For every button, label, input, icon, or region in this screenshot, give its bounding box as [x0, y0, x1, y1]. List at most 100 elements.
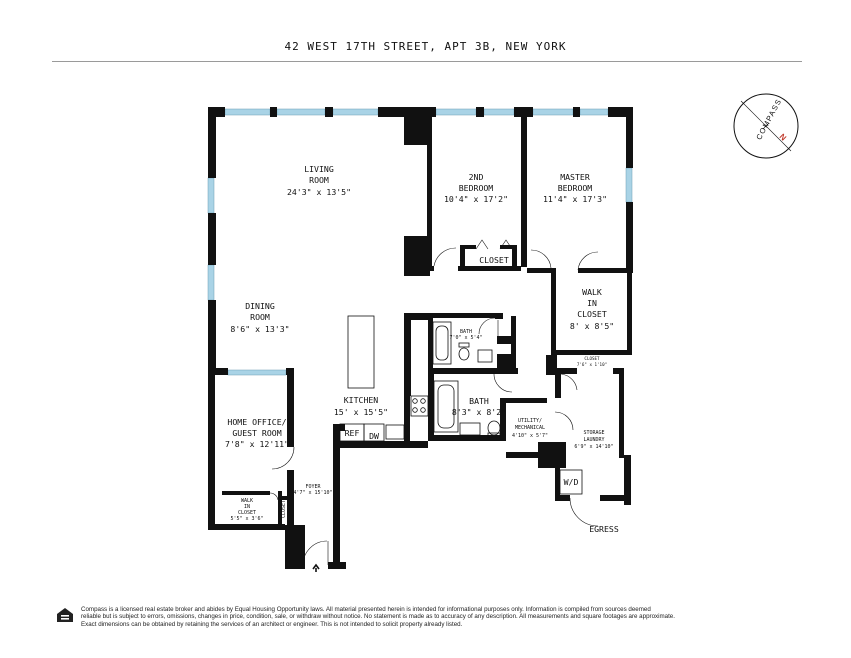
- foyer-name: FOYER: [305, 484, 321, 490]
- master-bedroom-dims: 11'4" x 17'3": [543, 194, 607, 204]
- window: [332, 108, 379, 116]
- small-closet-name: CLOSET: [584, 356, 600, 361]
- window: [483, 108, 515, 116]
- wall: [627, 268, 632, 354]
- compass-north-letter: N: [778, 132, 789, 143]
- door-swing: [475, 239, 489, 250]
- walk-in-closet-name: WALK: [582, 287, 602, 297]
- sink-small: [477, 349, 493, 363]
- vertical-closet-label: CLOSET: [281, 500, 287, 518]
- wall: [546, 355, 557, 375]
- wall: [286, 368, 294, 375]
- small-walk-in-name-3: CLOSET: [238, 510, 256, 516]
- wall: [427, 117, 432, 267]
- walk-in-closet-dims: 8' x 8'5": [570, 321, 614, 331]
- wall: [506, 452, 550, 458]
- kitchen-dims: 15' x 15'5": [334, 407, 388, 417]
- home-office-dims: 7'8" x 12'11": [225, 439, 289, 449]
- wall: [404, 236, 430, 276]
- door-swing: [302, 540, 328, 566]
- disclaimer-line: Compass is a licensed real estate broker…: [81, 606, 651, 613]
- wall: [497, 336, 513, 344]
- foyer-dims: 4'7" x 15'10": [293, 490, 332, 496]
- utility-dims: 4'10" x 5'7": [512, 433, 548, 439]
- door-swings: [269, 239, 599, 566]
- wall: [325, 107, 333, 117]
- burner: [412, 398, 418, 404]
- closet-label: CLOSET: [479, 255, 509, 265]
- wall: [546, 368, 577, 374]
- header-divider: [52, 61, 802, 62]
- egress-label: EGRESS: [589, 524, 619, 534]
- home-office-name: HOME OFFICE/: [227, 417, 286, 427]
- window: [207, 264, 215, 301]
- range: [410, 395, 429, 417]
- wall: [512, 245, 517, 267]
- storage-dims: 6'9" x 14'10": [574, 444, 613, 450]
- wall: [333, 424, 345, 431]
- wall: [551, 268, 556, 354]
- door-swing: [433, 247, 457, 267]
- wall: [608, 107, 633, 117]
- wall: [278, 491, 282, 524]
- compass-cross: [762, 122, 770, 130]
- door-swing: [554, 411, 574, 431]
- window: [579, 108, 609, 116]
- compass-rose-icon: N COMPASS: [733, 93, 799, 159]
- toilet-small: [458, 347, 470, 361]
- wall: [626, 202, 633, 272]
- toilet: [487, 420, 501, 436]
- wall: [506, 398, 547, 403]
- entrance-arrow-icon: [312, 563, 320, 572]
- wall: [578, 268, 633, 273]
- bedroom2-name: 2ND: [469, 172, 484, 182]
- walk-in-closet-name-2: IN: [587, 298, 597, 308]
- wall: [404, 117, 430, 145]
- wall: [208, 375, 215, 530]
- bathtub: [433, 380, 459, 433]
- compass-ring: [733, 93, 799, 159]
- toilet-tank: [487, 432, 501, 438]
- burner: [412, 407, 418, 413]
- wall: [476, 107, 484, 117]
- door-swing: [560, 373, 578, 391]
- living-room-name-2: ROOM: [309, 175, 329, 185]
- storage-name: STORAGE: [583, 430, 604, 436]
- wall: [460, 245, 465, 267]
- small-bath-name: BATH: [460, 329, 472, 335]
- washer-dryer-label: W/D: [564, 477, 579, 487]
- living-room-name: LIVING: [304, 164, 334, 174]
- wall: [208, 213, 216, 265]
- wall: [285, 525, 305, 569]
- wall: [428, 435, 506, 441]
- small-walk-in-name: WALK: [241, 498, 253, 504]
- wall: [427, 266, 434, 271]
- small-closet-dims: 7'6" x 1'10": [577, 362, 607, 367]
- dining-room-dims: 8'6" x 13'3": [230, 324, 289, 334]
- wall: [404, 320, 411, 396]
- dishwasher: [363, 423, 385, 442]
- kitchen-island: [347, 315, 375, 389]
- toilet-tank-small: [458, 342, 470, 348]
- master-bedroom-name-2: BEDROOM: [558, 183, 593, 193]
- bath-sink: [459, 422, 481, 436]
- equal-housing-logo-icon: [57, 608, 73, 622]
- bath-name: BATH: [469, 396, 489, 406]
- wall: [208, 107, 225, 117]
- window: [435, 108, 477, 116]
- wall: [378, 107, 436, 117]
- window: [224, 108, 271, 116]
- wall: [208, 117, 216, 178]
- wall: [514, 107, 533, 117]
- wall: [287, 375, 294, 447]
- master-bedroom-name: MASTER: [560, 172, 590, 182]
- plan-address-title: 42 WEST 17TH STREET, APT 3B, NEW YORK: [284, 40, 567, 53]
- kitchen-sink: [385, 424, 405, 440]
- wall: [551, 350, 632, 355]
- utility-name: UTILITY/: [518, 418, 542, 424]
- wall: [222, 491, 270, 495]
- wall: [555, 374, 561, 398]
- storage-name-2: LAUNDRY: [583, 437, 604, 443]
- door-swing: [478, 317, 496, 335]
- utility-name-2: MECHANICAL: [515, 425, 545, 431]
